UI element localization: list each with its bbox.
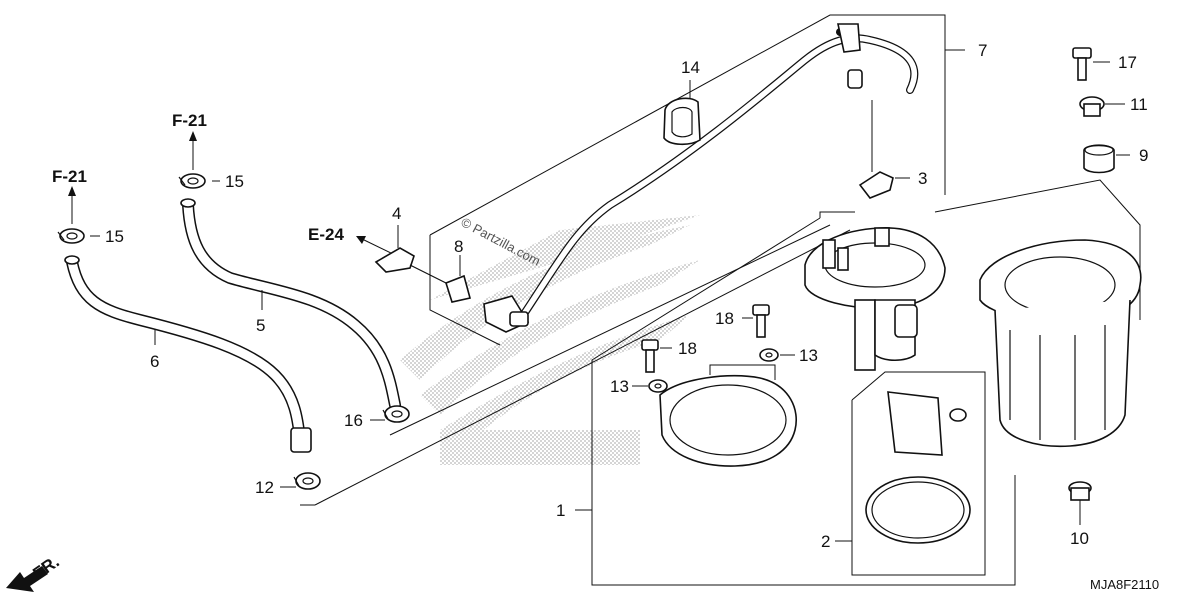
washer-13-left (648, 379, 668, 393)
callout-16: 16 (344, 411, 363, 430)
clamp-16 (382, 405, 410, 423)
reference-f21-mid: F-21 (172, 111, 207, 130)
clip-4 (374, 225, 451, 286)
fuel-feed-tube-7 (483, 23, 919, 333)
callout-9: 9 (1139, 146, 1148, 165)
reference-arrows (68, 131, 396, 256)
callout-17: 17 (1118, 53, 1137, 72)
seal-kit-2 (835, 371, 986, 576)
grommet-11 (1079, 96, 1105, 117)
callout-15-mid: 15 (225, 172, 244, 191)
callout-leaders (90, 61, 1130, 525)
callout-11: 11 (1130, 95, 1148, 114)
hose-5 (180, 198, 401, 411)
callout-13-left: 13 (610, 377, 629, 396)
fuel-pump-unit (804, 227, 946, 371)
bolt-17 (1072, 47, 1092, 81)
reference-e24: E-24 (308, 225, 344, 244)
callout-14: 14 (681, 58, 700, 77)
bolt-18-right (752, 304, 770, 338)
washer-13-right (759, 348, 779, 362)
clamp-15-left (57, 228, 85, 244)
front-direction-arrow-icon (6, 566, 48, 592)
gasket-flange (659, 364, 797, 467)
bolt-18-left (641, 339, 659, 373)
connector-3 (858, 100, 910, 199)
clip-14 (663, 80, 701, 146)
callout-3: 3 (918, 169, 927, 188)
callout-7: 7 (978, 41, 987, 60)
callout-10: 10 (1070, 529, 1089, 548)
clamp-12 (293, 472, 321, 490)
callout-1: 1 (556, 501, 565, 520)
callout-15-left: 15 (105, 227, 124, 246)
callout-5: 5 (256, 316, 265, 335)
callout-18-right: 18 (715, 309, 734, 328)
callout-6: 6 (150, 352, 159, 371)
callout-13-right: 13 (799, 346, 818, 365)
fuel-strainer-case (979, 239, 1142, 448)
grommet-10 (1068, 481, 1092, 501)
leader-diagonals (300, 224, 851, 506)
callout-4: 4 (392, 204, 401, 223)
reference-f21-left: F-21 (52, 167, 87, 186)
watermark-text: © Partzilla.com (459, 214, 543, 268)
hose-6 (64, 255, 312, 453)
callout-2: 2 (821, 532, 830, 551)
clamp-15-mid (178, 173, 206, 189)
assembly-bracket-7 (429, 14, 965, 346)
grommet-9 (1083, 144, 1115, 174)
honda-wing-watermark (400, 215, 700, 465)
callout-12: 12 (255, 478, 274, 497)
callout-8: 8 (454, 237, 463, 256)
callout-18-left: 18 (678, 339, 697, 358)
clip-8 (445, 255, 471, 303)
diagram-code: MJA8F2110 (1090, 577, 1159, 592)
